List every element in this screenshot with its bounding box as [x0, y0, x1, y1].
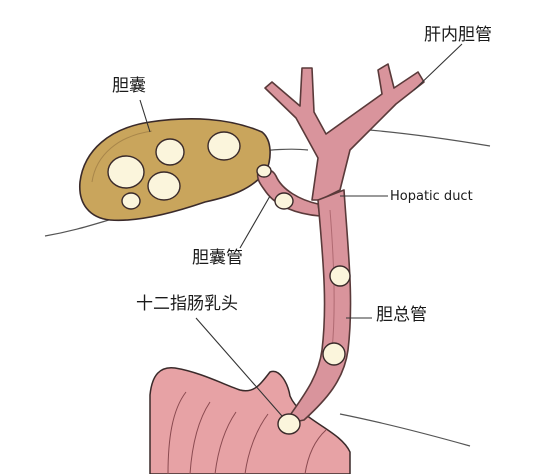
duodenum	[149, 367, 351, 474]
stone	[155, 138, 185, 166]
stone	[274, 192, 294, 210]
leader-gallbladder	[139, 99, 151, 133]
stone	[277, 413, 301, 435]
stone	[107, 155, 145, 189]
stones	[107, 131, 351, 435]
leader-papilla	[195, 317, 283, 417]
stone	[121, 192, 141, 210]
label-cystic-duct: 胆囊管	[192, 248, 243, 268]
leader-intrahepatic	[413, 43, 463, 91]
leader-lines	[139, 43, 463, 417]
label-duodenal-papilla: 十二指肠乳头	[136, 294, 238, 314]
label-gallbladder: 胆囊	[112, 76, 146, 96]
leader-cystic-duct	[239, 195, 271, 249]
stone	[207, 131, 241, 161]
stone	[322, 342, 346, 366]
stone	[147, 171, 181, 201]
label-hepatic-duct: Hopatic duct	[390, 189, 473, 204]
label-common-bile-duct: 胆总管	[376, 305, 427, 325]
stone	[329, 265, 351, 287]
label-intrahepatic-ducts: 肝内胆管	[424, 25, 492, 45]
duct-system	[256, 63, 425, 425]
stone	[256, 164, 272, 178]
